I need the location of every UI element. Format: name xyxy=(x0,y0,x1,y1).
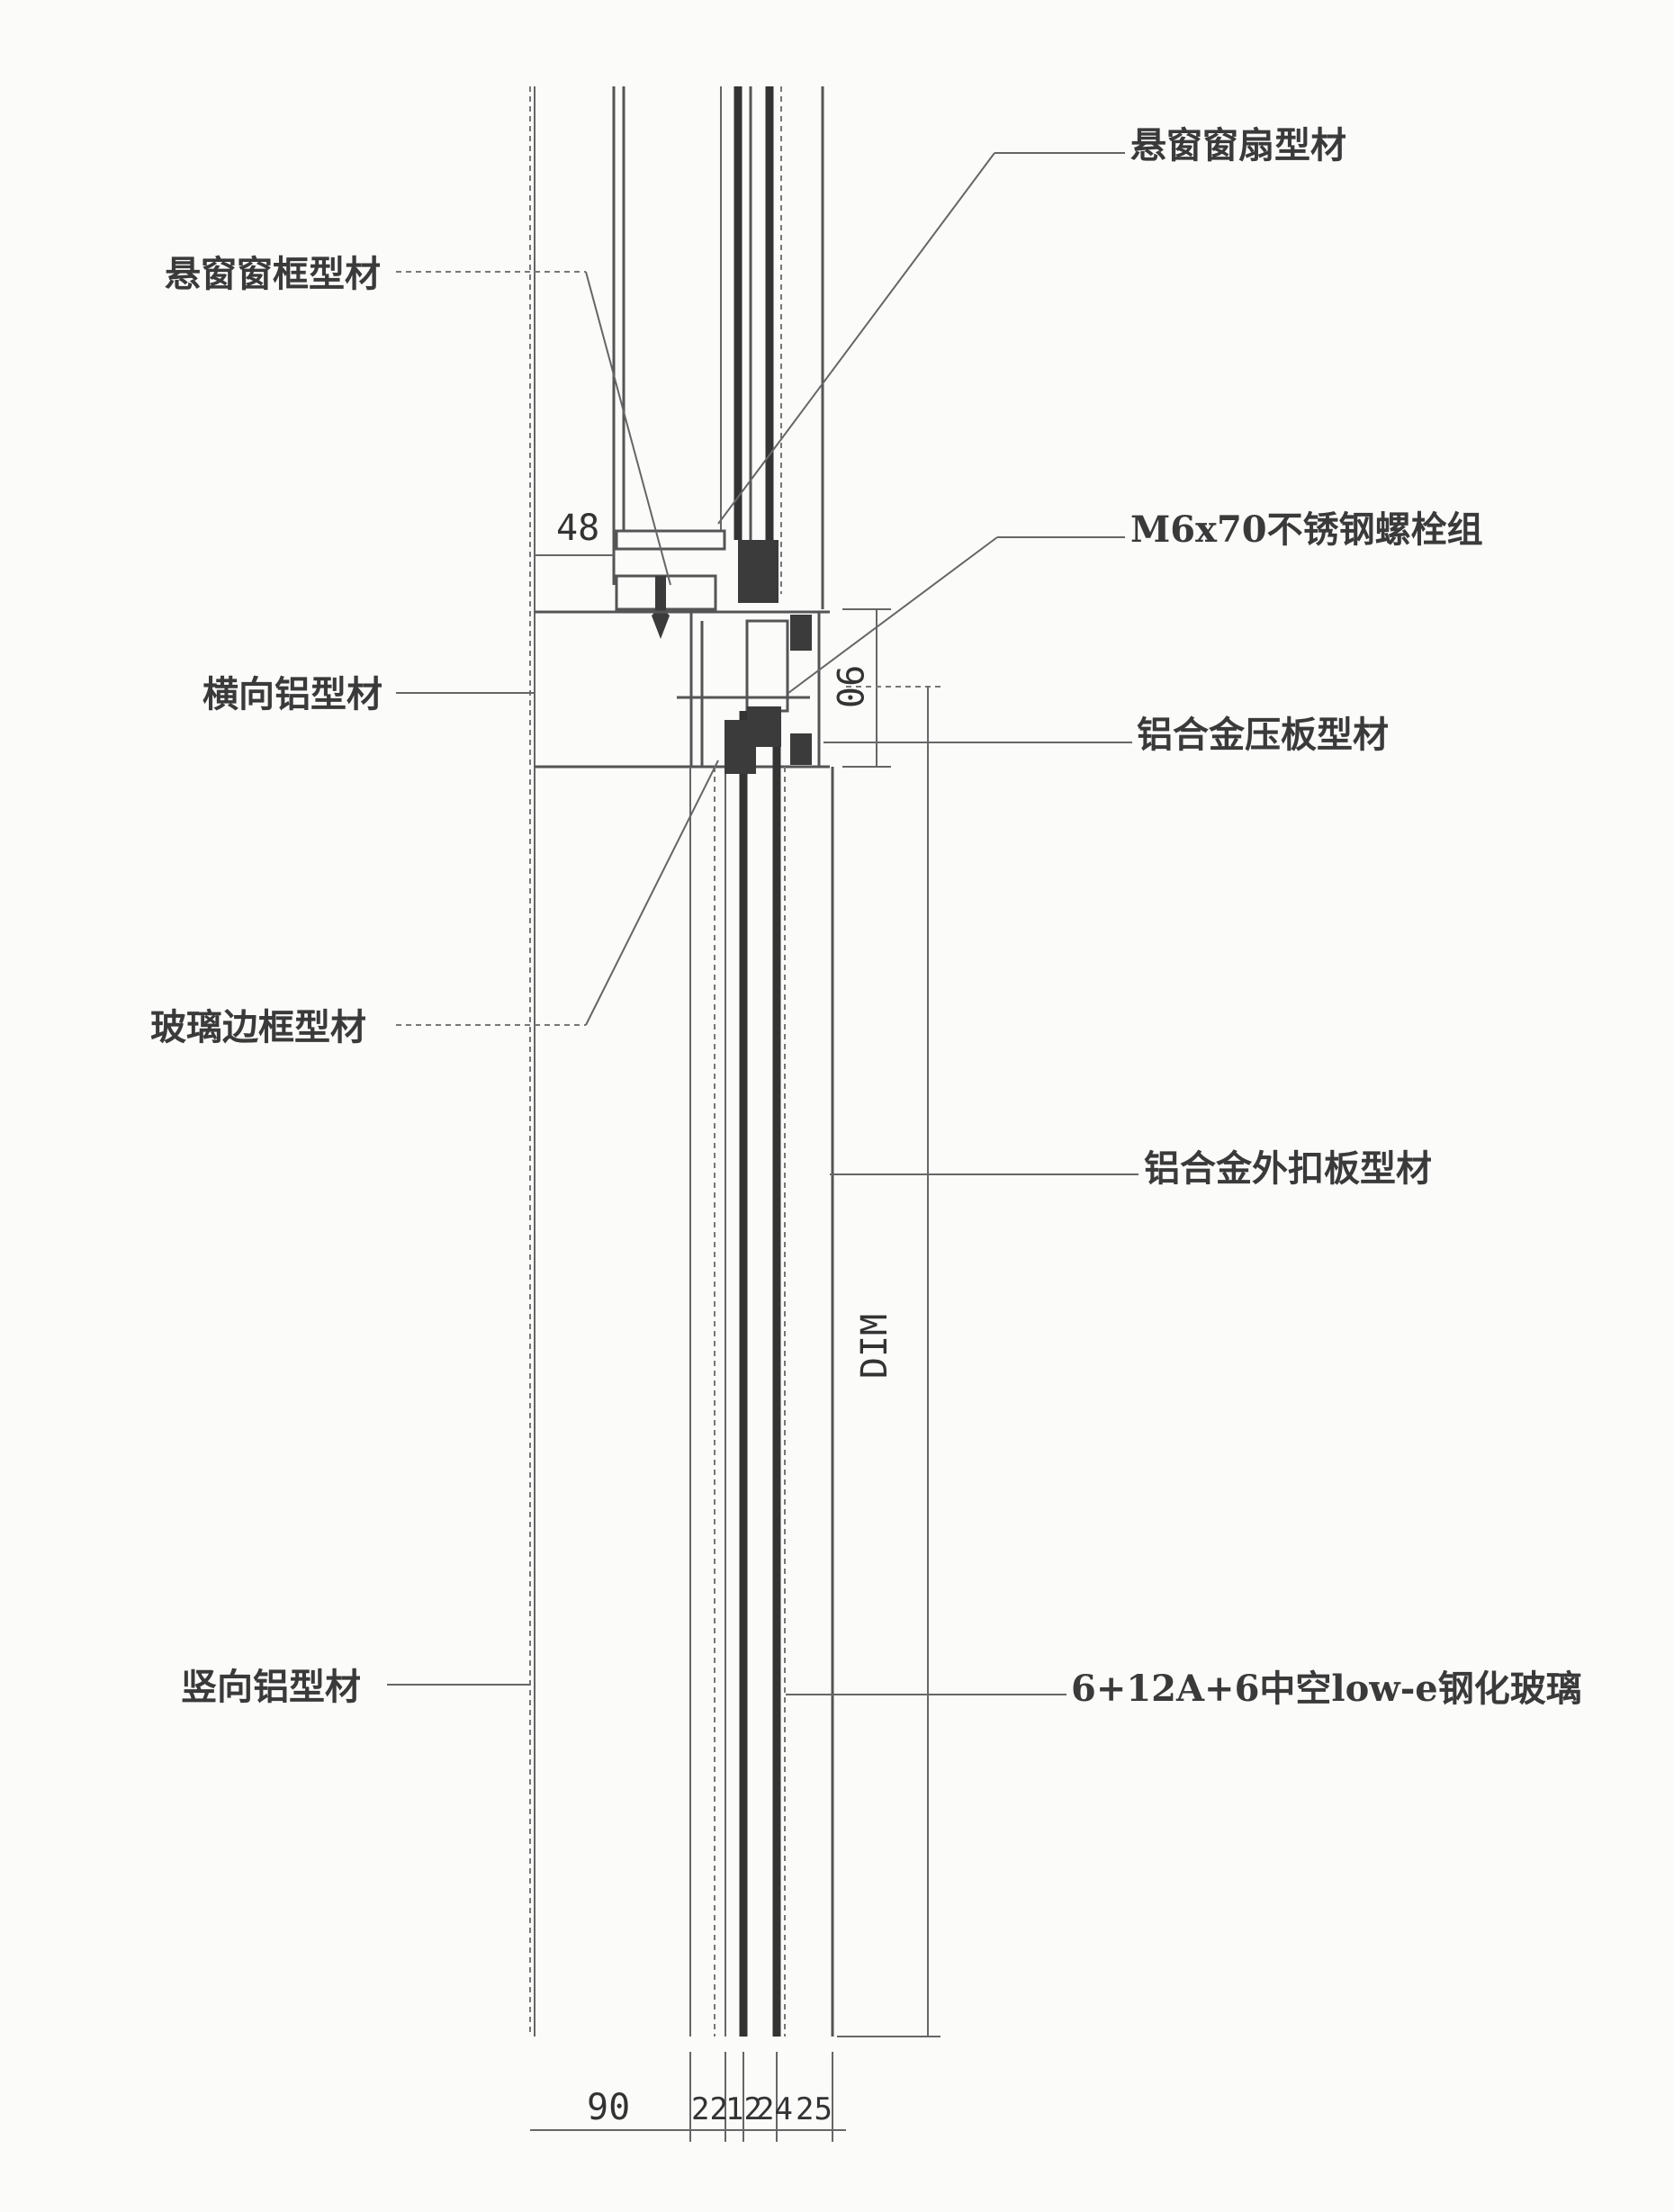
dim-label: DIM xyxy=(854,1314,896,1379)
transom-profile-shape xyxy=(535,610,830,769)
label-pressure-plate: 铝合金压板型材 xyxy=(1137,714,1389,756)
label-cover-cap: 铝合金外扣板型材 xyxy=(1144,1147,1432,1190)
dim-bottom-4: 25 xyxy=(796,2091,832,2127)
dim-bottom-2: 12 xyxy=(725,2091,762,2127)
dim-bottom-3: 24 xyxy=(756,2091,793,2127)
label-frame-profile: 悬窗窗框型材 xyxy=(165,253,381,295)
label-transom-profile: 横向铝型材 xyxy=(202,673,382,715)
dim-transom-height: 90 xyxy=(828,665,869,708)
lower-glass-lines xyxy=(689,706,834,2037)
dim-frame-offset: 48 xyxy=(556,508,599,549)
label-glass: 6+12A+6中空low-e钢化玻璃 xyxy=(1071,1668,1582,1710)
label-sash-profile: 悬窗窗扇型材 xyxy=(1130,124,1346,166)
leader-lines xyxy=(387,152,1138,1695)
dim-bottom-mullion: 90 xyxy=(587,2087,630,2128)
label-glass-frame: 玻璃边框型材 xyxy=(150,1006,366,1048)
mullion-lines xyxy=(529,86,536,2037)
dimension-lines xyxy=(530,554,940,2142)
label-bolt-set: M6x70不锈钢螺栓组 xyxy=(1130,508,1483,551)
label-mullion-profile: 竖向铝型材 xyxy=(181,1666,361,1708)
upper-window-sash xyxy=(612,86,824,639)
dim-bottom-1: 22 xyxy=(691,2091,728,2127)
